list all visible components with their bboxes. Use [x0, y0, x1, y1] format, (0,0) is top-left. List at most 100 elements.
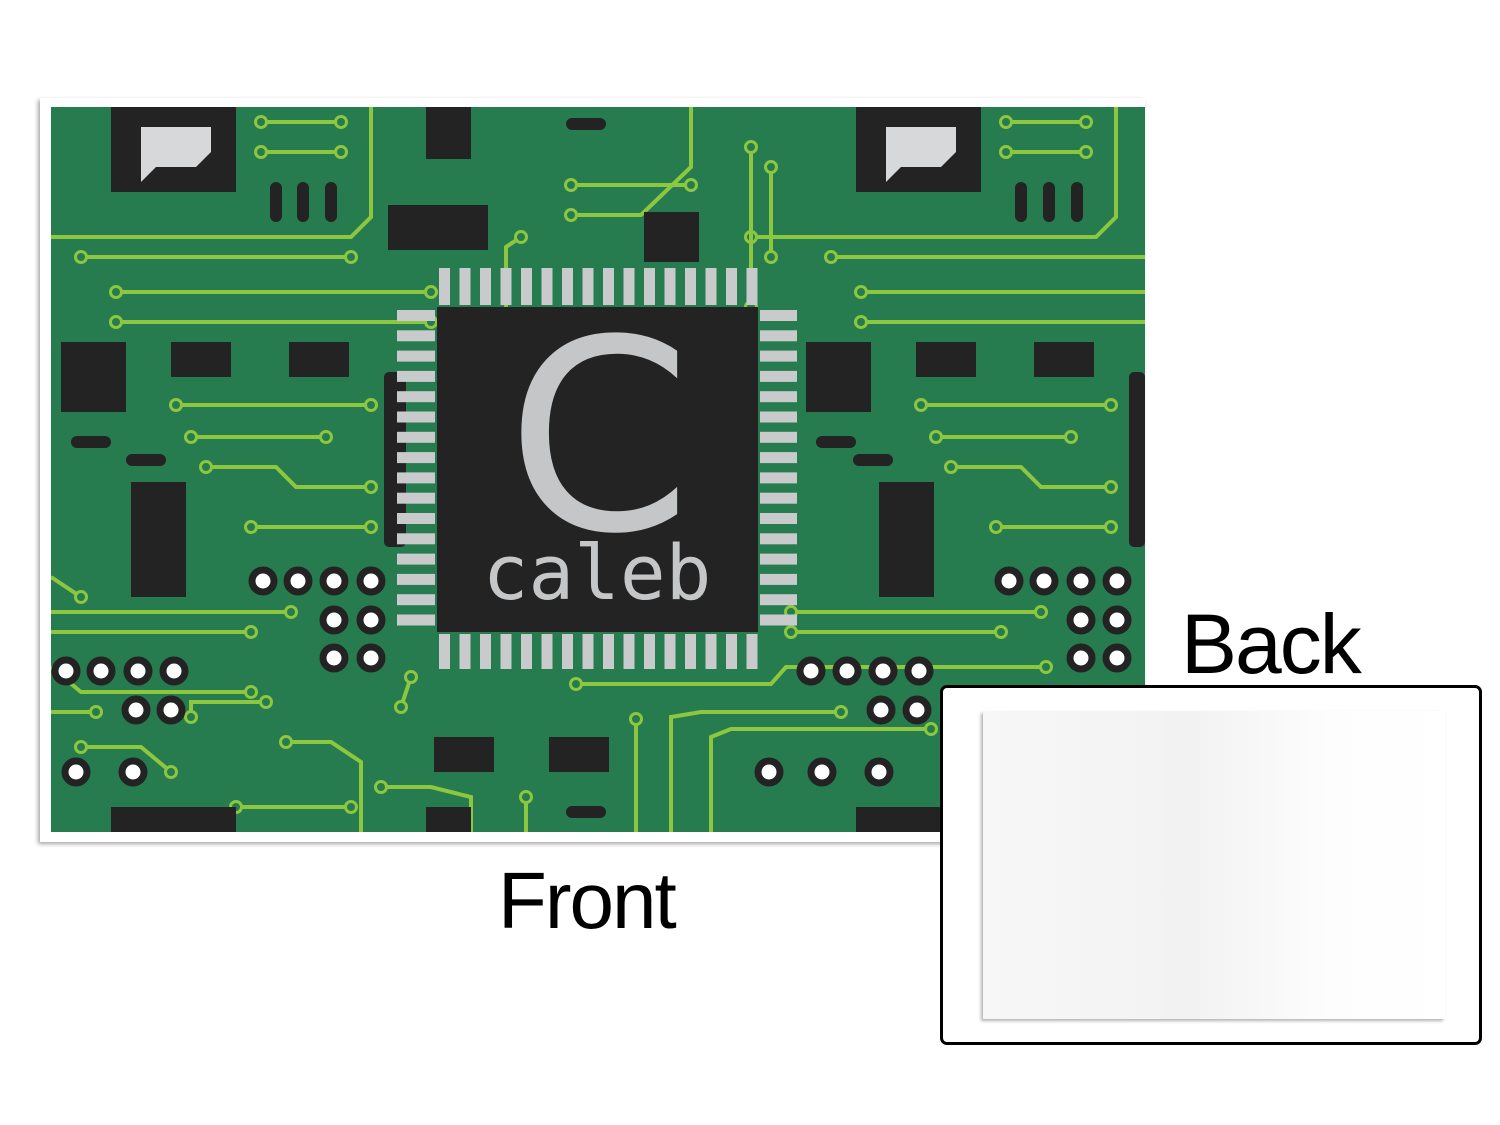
ic-component — [171, 342, 231, 377]
chip-window — [141, 127, 211, 182]
trace-pad — [989, 520, 1003, 534]
trace-pad — [364, 480, 378, 494]
trace-pad — [254, 145, 268, 159]
chip-pin — [760, 533, 797, 545]
chip-pin — [760, 411, 797, 423]
circuit-trace — [951, 465, 1111, 489]
circuit-components — [51, 107, 1145, 832]
trace-pad — [999, 115, 1013, 129]
through-hole-pad — [123, 656, 153, 686]
monogram-letter: C — [506, 284, 691, 592]
chip-pin — [760, 370, 797, 382]
chip-pin — [397, 594, 435, 606]
resistor — [566, 118, 606, 130]
back-preview-frame[interactable] — [940, 685, 1482, 1045]
name-text: caleb — [483, 528, 712, 617]
trace-pad — [184, 710, 198, 724]
ic-component — [61, 342, 126, 412]
chip-pin — [397, 431, 435, 443]
trace-pad — [74, 590, 88, 604]
through-hole-pad — [1066, 643, 1096, 673]
back-card-preview — [983, 711, 1445, 1019]
trace-pad — [1034, 605, 1048, 619]
trace-pad — [514, 230, 528, 244]
trace-pad — [744, 140, 758, 154]
trace-pad — [259, 695, 273, 709]
chip-pin — [480, 268, 491, 305]
chip-pin — [500, 268, 512, 305]
ic-component — [916, 342, 976, 377]
trace-pad — [109, 315, 123, 329]
front-label: Front — [498, 856, 677, 945]
capacitor — [297, 182, 309, 222]
through-hole-pad — [159, 656, 189, 686]
circuit-trace — [669, 710, 841, 832]
chip-pin — [439, 634, 450, 669]
chip-pin — [760, 553, 797, 565]
chip-pin — [760, 614, 797, 626]
through-hole-pad — [904, 656, 934, 686]
trace-pad — [944, 460, 958, 474]
trace-pad — [394, 700, 408, 714]
trace-pad — [1079, 145, 1093, 159]
through-hole-pad — [283, 566, 313, 596]
trace-pad — [569, 677, 583, 691]
chip-pin — [397, 370, 435, 382]
chip-pin — [582, 634, 594, 669]
trace-pad — [254, 115, 268, 129]
chip-pin — [582, 268, 594, 305]
chip-pin — [521, 268, 532, 305]
trace-pad — [284, 605, 298, 619]
chip-pin — [397, 513, 435, 524]
chip-pin — [397, 452, 435, 464]
chip-pin — [644, 268, 655, 305]
through-hole-pad — [868, 656, 898, 686]
resistor — [816, 436, 856, 448]
trace-pad — [999, 145, 1013, 159]
trace-pad — [914, 398, 928, 412]
chip-pin — [760, 310, 797, 321]
circuit-trace — [709, 727, 931, 832]
chip-pin — [459, 268, 471, 305]
chip-pin — [397, 533, 435, 545]
chip-pin — [760, 513, 797, 524]
ic-component — [131, 482, 186, 597]
trace-pad — [824, 250, 838, 264]
through-hole-pad — [121, 695, 151, 725]
chip-pin — [760, 492, 797, 504]
through-hole-pad — [118, 757, 148, 787]
chip-window — [886, 127, 956, 182]
through-hole-pad — [1066, 605, 1096, 635]
chip-pin — [760, 391, 797, 403]
through-hole-pad — [1102, 605, 1132, 635]
chip-pin — [760, 350, 797, 362]
chip-pin — [685, 268, 696, 305]
chip-pin — [562, 268, 573, 305]
trace-pad — [89, 705, 103, 719]
ic-component — [111, 807, 236, 832]
chip-body — [437, 307, 758, 632]
trace-pad — [764, 160, 778, 174]
trace-pad — [924, 722, 938, 736]
ic-component — [426, 807, 471, 832]
chip-pin — [623, 634, 635, 669]
trace-pad — [364, 398, 378, 412]
chip-pin — [562, 634, 573, 669]
trace-pad — [199, 460, 213, 474]
trace-pad — [929, 430, 943, 444]
chip-pin — [726, 634, 737, 669]
ic-component — [549, 737, 609, 772]
through-hole-pad — [356, 566, 386, 596]
chip-pin — [603, 634, 614, 669]
back-label: Back — [1181, 597, 1362, 691]
center-chip: C caleb — [397, 268, 797, 669]
trace-pad — [1104, 398, 1118, 412]
through-hole-pad — [754, 757, 784, 787]
chip-pin — [521, 634, 532, 669]
through-hole-pad — [356, 643, 386, 673]
through-hole-pad — [248, 566, 278, 596]
chip-pin — [760, 472, 797, 484]
trace-pad — [344, 800, 358, 814]
chip-pin — [726, 268, 737, 305]
chip-pin — [603, 268, 614, 305]
